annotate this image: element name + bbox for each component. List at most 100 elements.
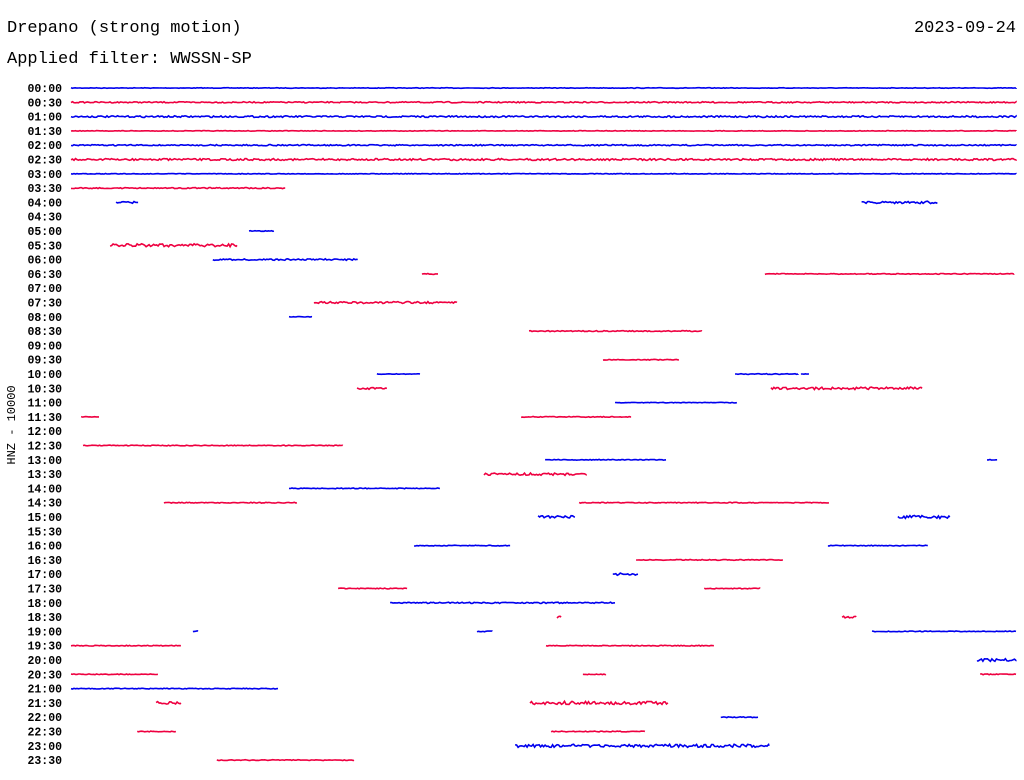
time-label: 20:30 bbox=[27, 669, 62, 682]
trace-segment bbox=[537, 514, 576, 520]
trace-segment bbox=[545, 644, 714, 647]
trace-segment bbox=[861, 200, 938, 205]
time-label: 10:30 bbox=[27, 383, 62, 396]
trace-segment bbox=[155, 700, 182, 706]
time-label: 06:00 bbox=[27, 255, 62, 268]
time-label: 16:00 bbox=[27, 541, 62, 554]
time-label: 11:00 bbox=[27, 398, 62, 411]
trace-segment bbox=[703, 587, 761, 590]
trace-segment bbox=[376, 372, 421, 376]
time-label: 08:30 bbox=[27, 326, 62, 339]
trace-segment bbox=[483, 471, 587, 477]
time-label: 00:30 bbox=[27, 97, 62, 110]
time-label: 13:30 bbox=[27, 469, 62, 482]
trace-segment bbox=[82, 444, 344, 447]
time-label: 22:30 bbox=[27, 727, 62, 740]
trace-segment bbox=[764, 272, 1015, 276]
trace-segment bbox=[897, 514, 951, 520]
time-label: 17:00 bbox=[27, 569, 62, 582]
time-label: 10:00 bbox=[27, 369, 62, 382]
trace-segment bbox=[356, 386, 388, 391]
time-label: 05:30 bbox=[27, 240, 62, 253]
trace-segment bbox=[980, 673, 1017, 676]
trace-segment bbox=[976, 657, 1017, 663]
trace-segment bbox=[70, 86, 1017, 90]
trace-segment bbox=[70, 157, 1017, 162]
filter-label: Applied filter: WWSSN-SP bbox=[7, 50, 252, 69]
time-label: 14:30 bbox=[27, 498, 62, 511]
trace-segment bbox=[545, 458, 667, 462]
trace-segment bbox=[827, 544, 928, 547]
trace-segment bbox=[80, 415, 99, 418]
trace-segment bbox=[70, 172, 1017, 175]
trace-segment bbox=[288, 487, 440, 490]
time-label: 07:00 bbox=[27, 283, 62, 296]
trace-segment bbox=[476, 630, 493, 633]
time-label: 01:30 bbox=[27, 126, 62, 139]
time-label: 17:30 bbox=[27, 584, 62, 597]
time-label: 09:00 bbox=[27, 340, 62, 353]
time-label: 12:30 bbox=[27, 441, 62, 454]
time-label: 19:30 bbox=[27, 641, 62, 654]
time-label: 05:00 bbox=[27, 226, 62, 239]
trace-segment bbox=[313, 300, 458, 305]
trace-segment bbox=[212, 257, 358, 262]
trace-segment bbox=[70, 114, 1017, 119]
trace-segment bbox=[136, 730, 177, 733]
time-label: 07:30 bbox=[27, 298, 62, 311]
trace-segment bbox=[216, 758, 355, 762]
time-label: 06:30 bbox=[27, 269, 62, 282]
trace-segment bbox=[288, 315, 313, 318]
time-label: 23:00 bbox=[27, 741, 62, 754]
trace-segment bbox=[413, 544, 511, 547]
time-label: 23:30 bbox=[27, 755, 62, 768]
time-label: 02:30 bbox=[27, 155, 62, 168]
time-label: 09:30 bbox=[27, 355, 62, 368]
time-label: 21:00 bbox=[27, 684, 62, 697]
trace-segment bbox=[248, 229, 275, 233]
trace-segment bbox=[70, 100, 1017, 104]
trace-segment bbox=[871, 630, 1017, 633]
time-label: 12:00 bbox=[27, 426, 62, 439]
time-label: 22:00 bbox=[27, 712, 62, 725]
trace-segment bbox=[614, 401, 738, 404]
time-label: 20:00 bbox=[27, 655, 62, 668]
trace-segment bbox=[556, 615, 562, 619]
trace-segment bbox=[390, 601, 616, 605]
trace-segment bbox=[770, 386, 923, 391]
trace-segment bbox=[612, 572, 639, 577]
trace-segment bbox=[550, 730, 646, 733]
trace-segment bbox=[520, 415, 632, 419]
trace-segment bbox=[582, 673, 607, 676]
trace-segment bbox=[70, 143, 1017, 147]
trace-segment bbox=[735, 372, 799, 376]
time-label: 03:00 bbox=[27, 169, 62, 182]
trace-segment bbox=[529, 699, 669, 706]
trace-segment bbox=[720, 715, 759, 719]
trace-segment bbox=[109, 242, 238, 249]
trace-segment bbox=[115, 200, 139, 205]
trace-segment bbox=[602, 358, 680, 361]
station-title: Drepano (strong motion) bbox=[7, 19, 242, 38]
time-label: 13:00 bbox=[27, 455, 62, 468]
trace-segment bbox=[987, 458, 998, 461]
time-label: 11:30 bbox=[27, 412, 62, 425]
trace-segment bbox=[514, 742, 770, 749]
trace-segment bbox=[192, 630, 199, 633]
trace-segment bbox=[636, 558, 784, 562]
time-label: 21:30 bbox=[27, 698, 62, 711]
trace-segment bbox=[578, 501, 830, 504]
trace-segment bbox=[70, 644, 181, 647]
trace-segment bbox=[70, 129, 1017, 133]
trace-segment bbox=[163, 501, 298, 504]
time-label: 18:30 bbox=[27, 612, 62, 625]
time-label: 04:30 bbox=[27, 212, 62, 225]
time-label: 15:00 bbox=[27, 512, 62, 525]
time-label: 19:00 bbox=[27, 626, 62, 639]
time-label: 02:00 bbox=[27, 140, 62, 153]
trace-segment bbox=[70, 687, 279, 690]
time-label: 00:00 bbox=[27, 83, 62, 96]
trace-segment bbox=[70, 673, 159, 676]
time-label: 01:00 bbox=[27, 112, 62, 125]
